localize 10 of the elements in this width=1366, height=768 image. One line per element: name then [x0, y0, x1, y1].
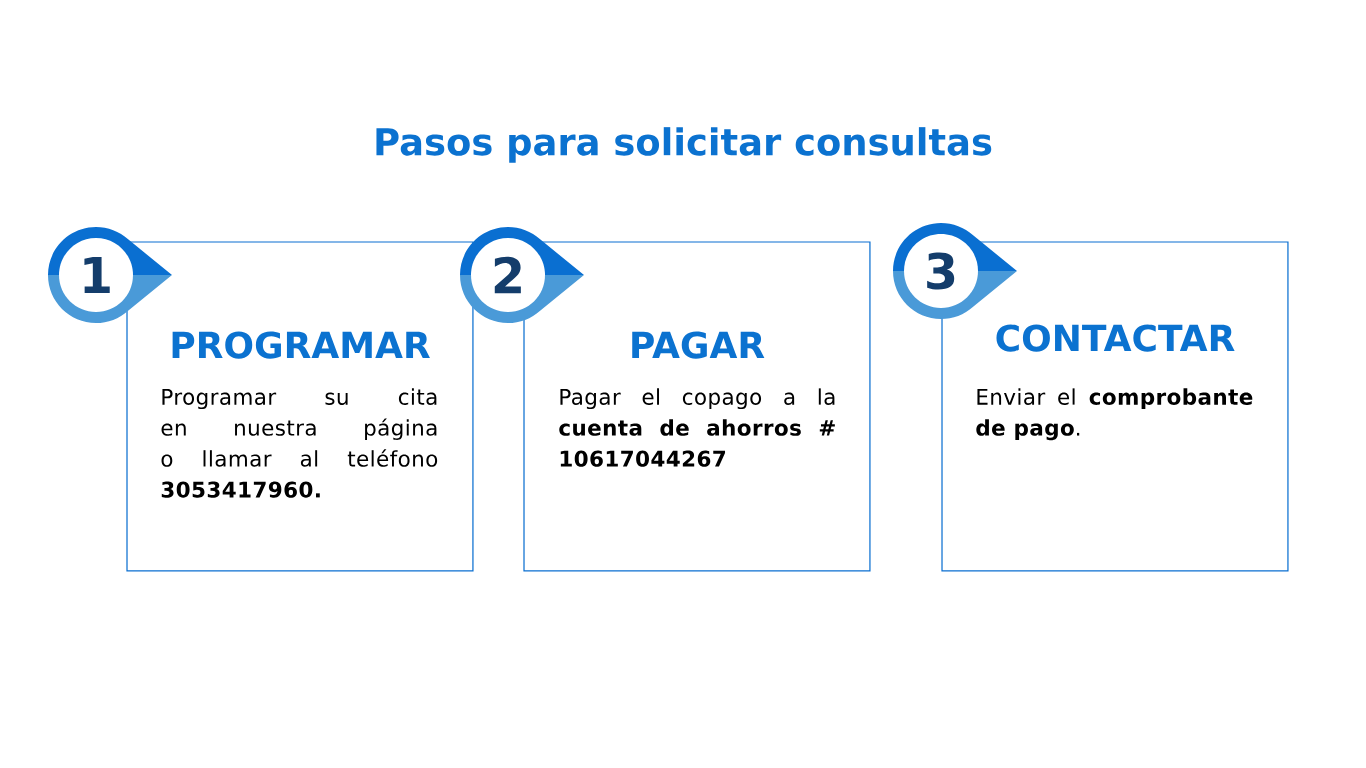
step-description: Pagar el copago a la cuenta de ahorros # 10617044267	[559, 388, 835, 467]
step-description: Enviar el comprobante de pago.	[976, 388, 1253, 441]
step-heading: CONTACTAR	[996, 324, 1235, 352]
number-badge: 2	[460, 227, 584, 323]
step-heading: PROGRAMAR	[172, 331, 430, 359]
title: Pasos para solicitar consultas	[376, 127, 992, 163]
step-description: Programar su cita en nuestra página o llamar al teléfono 3053417960.	[161, 388, 438, 498]
step-heading: PAGAR	[632, 331, 765, 359]
number-badge: 3	[893, 223, 1017, 319]
number-badge: 1	[48, 227, 172, 323]
